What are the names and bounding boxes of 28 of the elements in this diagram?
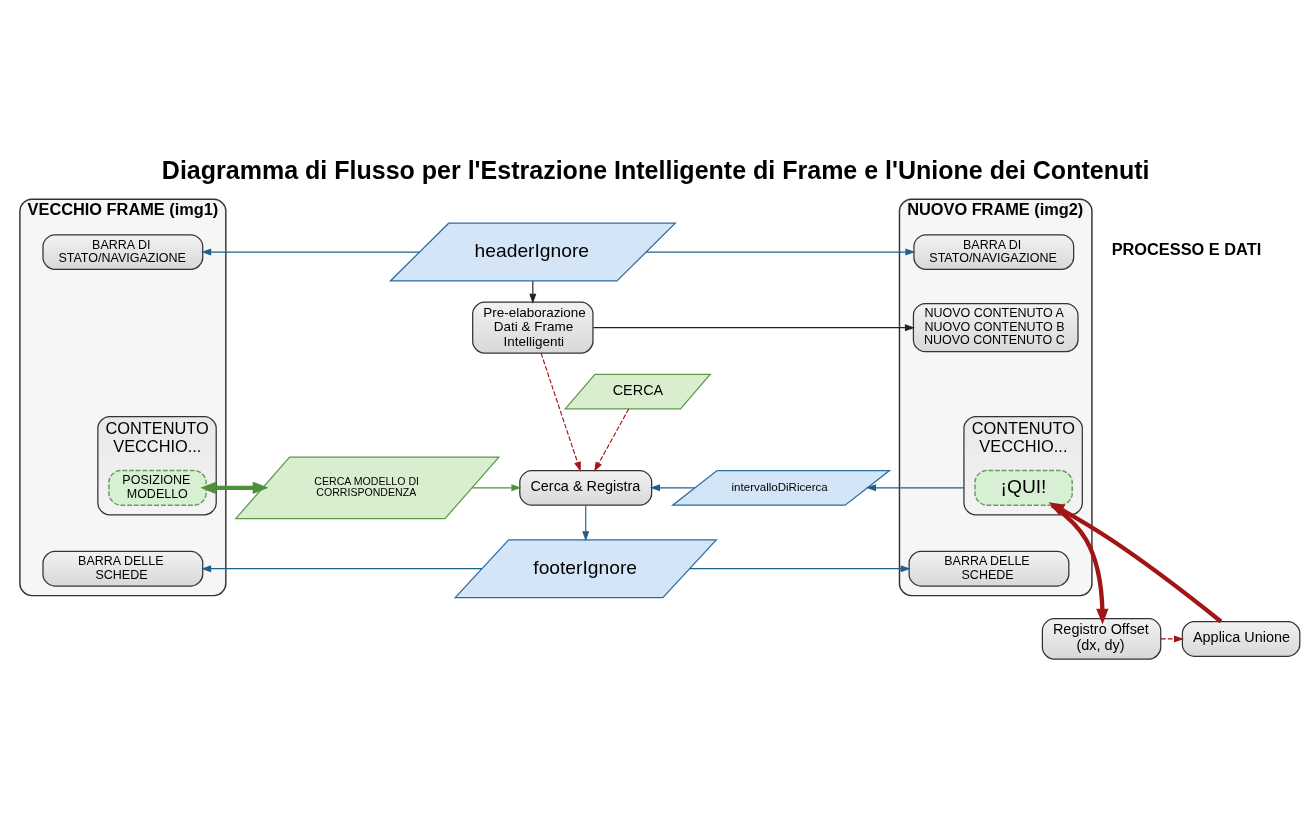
node-box: BARRA DELLE SCHEDE bbox=[42, 550, 204, 587]
node-box: BARRA DI STATO/NAVIGAZIONE bbox=[42, 234, 204, 271]
arrow bbox=[540, 352, 581, 472]
node-box: Applica Unione bbox=[1181, 621, 1301, 657]
arrow bbox=[592, 324, 915, 332]
arrow bbox=[471, 484, 522, 492]
node-box: ¡QUI! bbox=[974, 469, 1073, 506]
node-box: Pre-elaborazione Dati & Frame Intelligenti bbox=[472, 301, 594, 354]
arrow bbox=[201, 565, 483, 573]
node-box: BARRA DELLE SCHEDE bbox=[908, 550, 1070, 587]
arrow bbox=[1048, 502, 1223, 624]
label: PROCESSO E DATI bbox=[1111, 240, 1262, 259]
node-box: NUOVO CONTENUTO A NUOVO CONTENUTO B NUOVO CONTENUTO C bbox=[912, 302, 1079, 353]
arrow bbox=[594, 408, 630, 472]
arrow bbox=[650, 484, 696, 492]
arrow bbox=[200, 481, 269, 495]
node-box: POSIZIONE MODELLO bbox=[108, 469, 207, 506]
arrow bbox=[645, 248, 916, 256]
arrow bbox=[689, 565, 911, 573]
node-box: BARRA DI STATO/NAVIGAZIONE bbox=[913, 234, 1075, 271]
arrow bbox=[201, 248, 420, 256]
node-box: Registro Offset (dx, dy) bbox=[1041, 618, 1162, 660]
arrow bbox=[1050, 503, 1109, 625]
arrow bbox=[1160, 635, 1184, 643]
diagram-title: Diagramma di Flusso per l'Estrazione Intelligente di Frame e l'Unione dei Contenuti bbox=[161, 155, 1150, 184]
node-box: Cerca & Registra bbox=[519, 469, 653, 506]
arrow bbox=[866, 484, 965, 492]
arrow bbox=[582, 504, 590, 542]
